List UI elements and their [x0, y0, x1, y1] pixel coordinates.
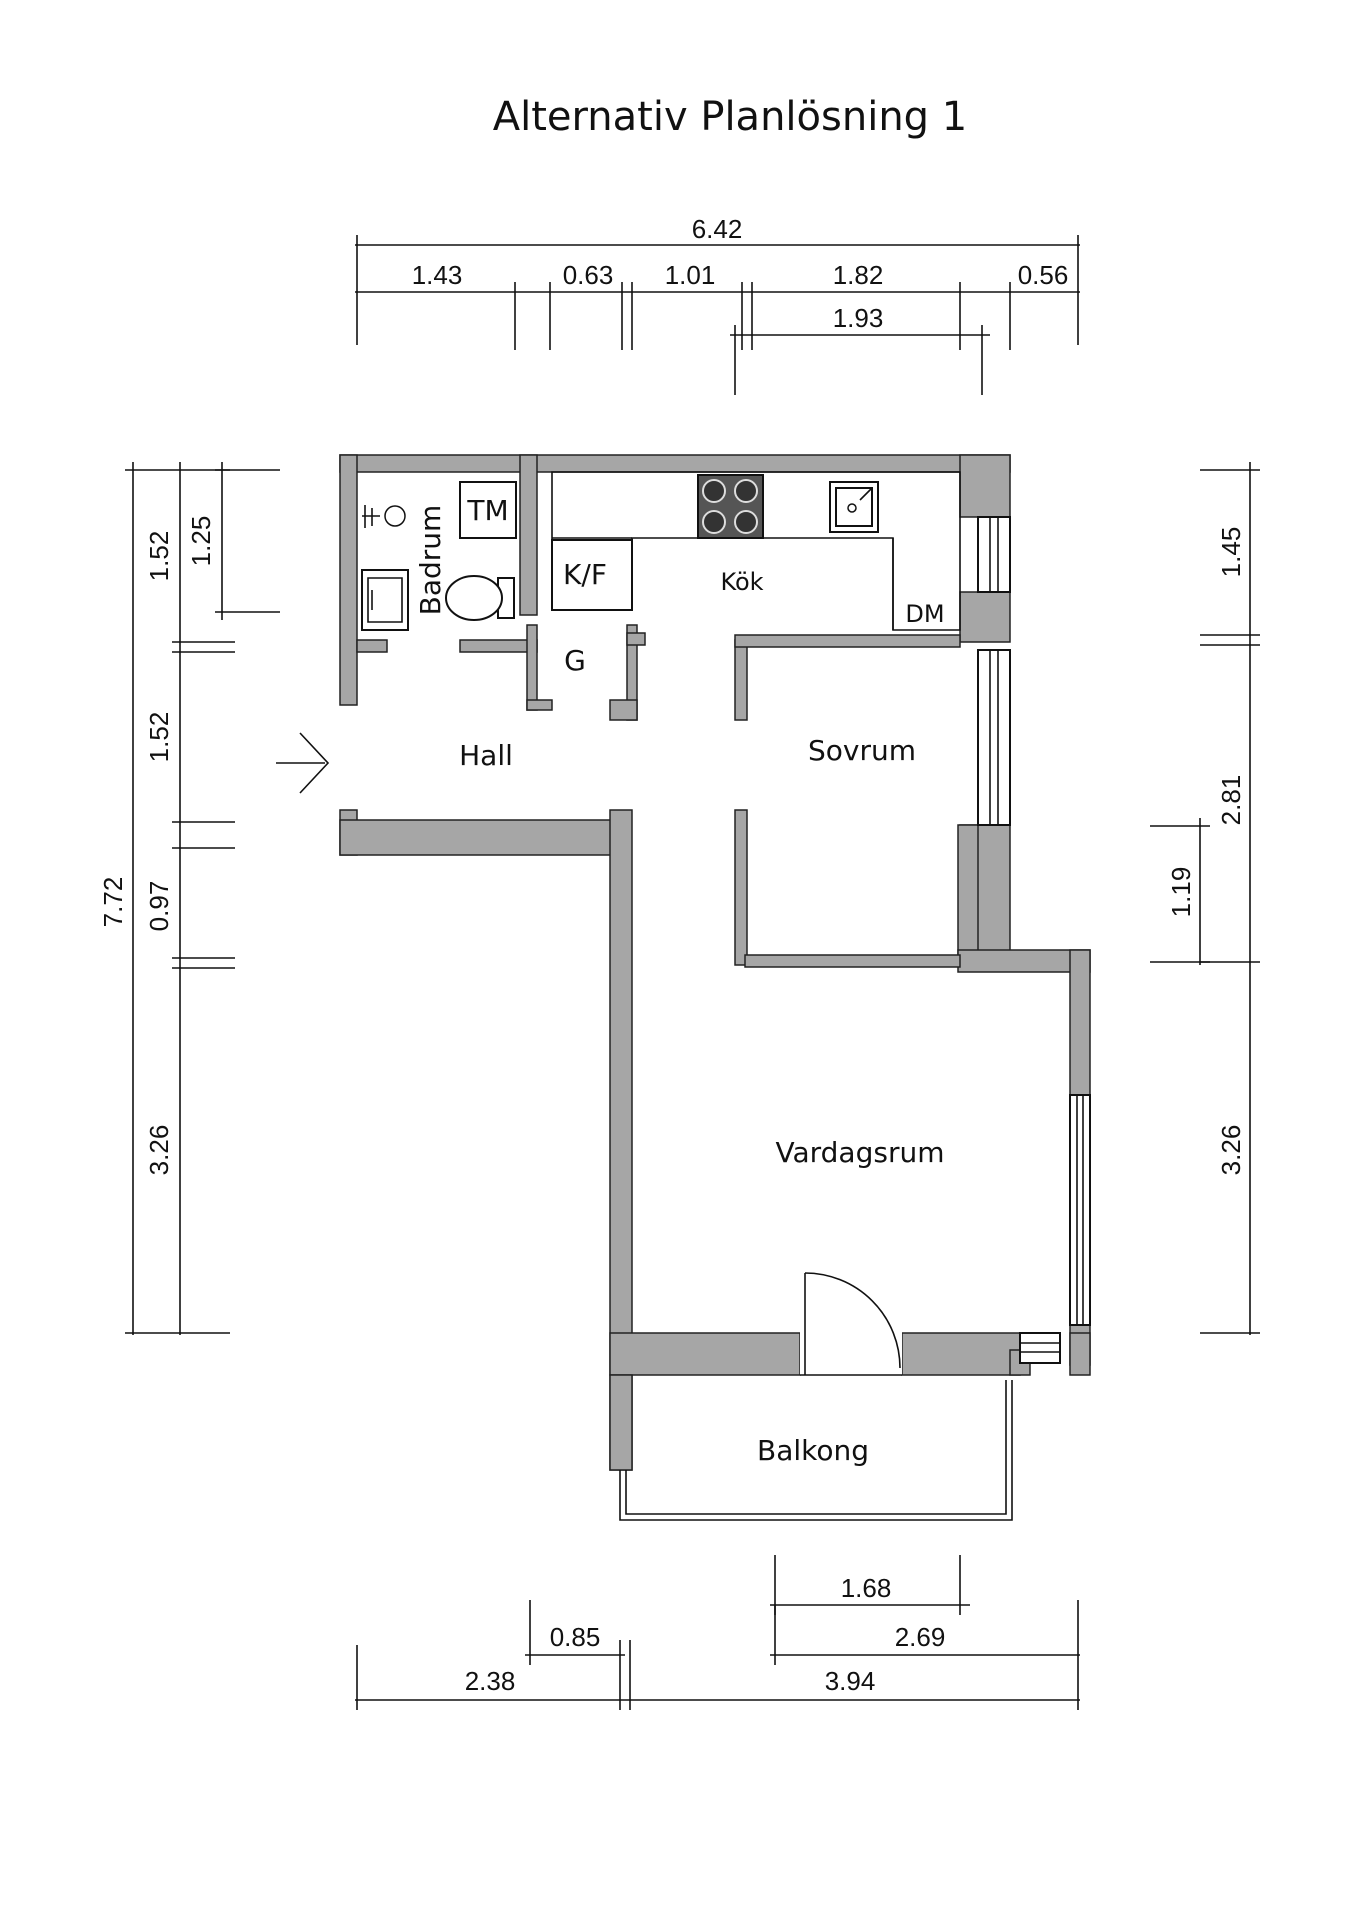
room-bedroom: Sovrum: [808, 734, 916, 767]
dim-bottom-1: 1.68: [841, 1573, 892, 1603]
room-washer: TM: [466, 494, 508, 527]
dim-top-4: 1.82: [833, 260, 884, 290]
dim-left-2: 1.52: [144, 712, 174, 763]
dim-bottom-2: 2.69: [895, 1622, 946, 1652]
dimension-lines: [125, 235, 1260, 1710]
dim-bottom-5: 3.94: [825, 1666, 876, 1696]
bathroom-fixtures: [361, 481, 633, 631]
dim-right-2b: 1.19: [1166, 867, 1196, 918]
room-fridge: K/F: [563, 558, 607, 591]
dim-bottom-4: 2.38: [465, 1666, 516, 1696]
dim-top-1: 1.43: [412, 260, 463, 290]
shower-icon: [362, 505, 406, 528]
dim-right-1: 1.45: [1216, 527, 1246, 578]
dim-bottom-3: 0.85: [550, 1622, 601, 1652]
dim-top-2: 0.63: [563, 260, 614, 290]
room-balcony: Balkong: [757, 1434, 869, 1467]
room-living: Vardagsrum: [776, 1136, 945, 1169]
dim-top-5: 0.56: [1018, 260, 1069, 290]
entrance-arrow-icon: [276, 732, 330, 794]
dim-left-1: 1.52: [144, 531, 174, 582]
room-kitchen: Kök: [720, 568, 763, 596]
dim-left-3: 0.97: [144, 881, 174, 932]
dim-left-1b: 1.25: [186, 516, 216, 567]
stove-icon: [697, 474, 764, 539]
room-bathroom: Badrum: [414, 505, 447, 616]
dim-left-4: 3.26: [144, 1125, 174, 1176]
balcony-door-icon: [800, 1272, 902, 1376]
room-dishwasher: DM: [905, 600, 944, 628]
kitchen-sink-icon: [829, 481, 879, 533]
fridge-box: [551, 539, 633, 611]
dim-right-3: 3.26: [1216, 1125, 1246, 1176]
dim-top-total: 6.42: [692, 214, 743, 244]
dim-right-2: 2.81: [1216, 775, 1246, 826]
plan-title: Alternativ Planlösning 1: [493, 94, 967, 140]
room-wardrobe: G: [564, 644, 586, 677]
toilet-icon: [445, 575, 515, 621]
dim-top-sub: 1.93: [833, 303, 884, 333]
dim-left-total: 7.72: [98, 877, 128, 928]
room-hall: Hall: [459, 739, 513, 772]
room-labels: Badrum TM K/F Kök DM G Hall Sovrum Varda…: [414, 494, 945, 1467]
dimension-labels: 6.42 1.43 0.63 1.01 1.82 0.56 1.93 7.72 …: [98, 214, 1246, 1696]
washbasin-icon: [361, 569, 409, 631]
dim-top-3: 1.01: [665, 260, 716, 290]
balcony-outline: [619, 1380, 1013, 1521]
washer-box: [459, 481, 517, 539]
walls: [339, 454, 1091, 1471]
windows: [977, 516, 1091, 1364]
